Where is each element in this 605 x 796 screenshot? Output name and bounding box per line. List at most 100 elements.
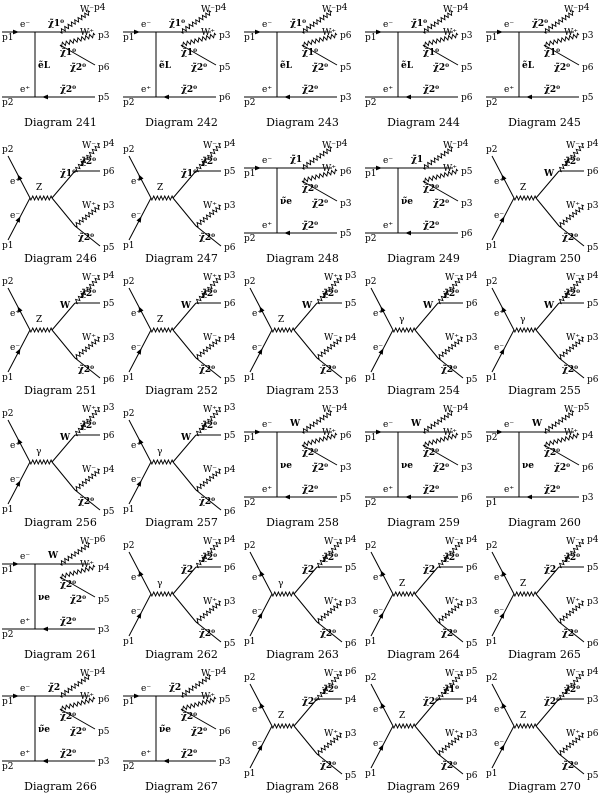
fermion-arrow [257, 348, 263, 355]
outgoing-line [180, 44, 217, 66]
neutralino-label: χ̃2 [181, 564, 193, 575]
fermion-label: e⁻ [494, 607, 504, 617]
w-boson-line [316, 732, 343, 756]
neutralino-label: χ̃2⁰ [423, 447, 439, 458]
fermion-arrow [163, 758, 169, 764]
outgoing-momentum-label: p6 [94, 535, 106, 545]
boson-propagator [513, 194, 537, 202]
w-boson-line [74, 468, 101, 492]
diagram-caption: Diagram 269 [387, 780, 460, 793]
neutralino-label: χ̃2⁰ [80, 156, 96, 167]
boson-label: W⁻ [80, 537, 94, 547]
outgoing-line [59, 576, 96, 598]
w-boson-line [558, 732, 585, 756]
outgoing-momentum-label: p5 [224, 639, 236, 649]
outgoing-momentum-label: p6 [461, 229, 473, 239]
outgoing-line [422, 444, 459, 466]
fermion-arrow [163, 94, 169, 100]
outgoing-momentum-label: p5 [340, 229, 352, 239]
neutralino-label: χ̃2⁰ [554, 462, 570, 473]
neutralino-label: χ̃2⁰ [199, 496, 215, 507]
boson-label: W⁺ [80, 692, 94, 702]
boson-label: W⁻ [201, 5, 215, 15]
neutralino-label: χ̃2⁰ [78, 232, 94, 243]
neutralino-label: W [59, 433, 71, 443]
outgoing-momentum-label: p3 [103, 333, 115, 343]
outgoing-line [437, 621, 464, 643]
outgoing-momentum-label: p4 [98, 563, 110, 573]
incoming-momentum-label: p2 [244, 541, 256, 551]
fermion-label: e⁻ [504, 420, 514, 430]
diagram-caption: Diagram 256 [24, 516, 97, 529]
outgoing-line [301, 44, 338, 66]
fermion-label: e⁻ [20, 20, 30, 30]
fermion-arrow [15, 480, 21, 487]
incoming-momentum-label: p2 [365, 277, 377, 287]
w-boson-line [558, 204, 585, 228]
boson-label: Z [157, 315, 163, 325]
fermion-label: e⁺ [20, 85, 30, 95]
boson-label: W⁺ [443, 28, 457, 38]
w-boson-line [316, 670, 343, 701]
w-boson-line [195, 142, 222, 173]
fermion-label: e⁻ [252, 739, 262, 749]
neutralino-label: χ̃2⁰ [554, 62, 570, 73]
neutralino-label: χ̃2⁰ [322, 684, 338, 695]
neutralino-label: χ̃2⁰ [544, 84, 560, 95]
incoming-momentum-label: p1 [486, 33, 498, 43]
fermion-arrow [380, 570, 386, 577]
fermion-arrow [501, 702, 507, 709]
w-boson-line [195, 204, 222, 228]
outgoing-momentum-label: p4 [345, 535, 357, 545]
neutralino-label: χ̃2⁰ [443, 288, 459, 299]
boson-label: W⁺ [445, 729, 459, 739]
boson-label: γ [157, 579, 162, 589]
outgoing-line [437, 357, 464, 379]
boson-label: W⁻ [566, 273, 580, 283]
neutralino-label: χ̃2⁰ [60, 711, 76, 722]
fermion-arrow [378, 744, 384, 751]
incoming-momentum-label: p1 [2, 505, 14, 515]
outgoing-momentum-label: p3 [582, 493, 594, 503]
neutralino-label: χ̃2⁰ [201, 552, 217, 563]
outgoing-momentum-label: p4 [215, 3, 227, 13]
neutralino-label: χ̃2⁰ [423, 84, 439, 95]
neutralino-label: χ̃2 [544, 564, 556, 575]
boson-label: W⁺ [566, 597, 580, 607]
w-boson-line [316, 538, 343, 569]
neutralino-label: χ̃2⁰ [423, 696, 439, 707]
incoming-momentum-label: p1 [244, 769, 256, 779]
fermion-label: e⁺ [20, 749, 30, 759]
neutralino-line [293, 725, 318, 755]
boson-label: W⁺ [322, 164, 336, 174]
fermion-label: e⁺ [131, 573, 141, 583]
w-boson-line [74, 204, 101, 228]
neutralino-label: χ̃2⁰ [562, 364, 578, 375]
boson-label: W⁻ [324, 537, 338, 547]
outgoing-momentum-label: p5 [466, 375, 478, 385]
outgoing-momentum-label: p3 [587, 201, 599, 211]
fermion-arrow [501, 306, 507, 313]
neutralino-label: χ̃1⁰ [169, 18, 185, 29]
boson-label: W⁺ [82, 405, 96, 415]
fermion-arrow [257, 612, 263, 619]
incoming-momentum-label: p2 [2, 409, 14, 419]
boson-label: γ [278, 579, 283, 589]
neutralino-line [293, 302, 318, 331]
fermion-arrow [405, 94, 411, 100]
boson-label: Z [520, 183, 526, 193]
outgoing-momentum-label: p6 [587, 167, 599, 177]
fermion-label: e⁻ [141, 684, 151, 694]
